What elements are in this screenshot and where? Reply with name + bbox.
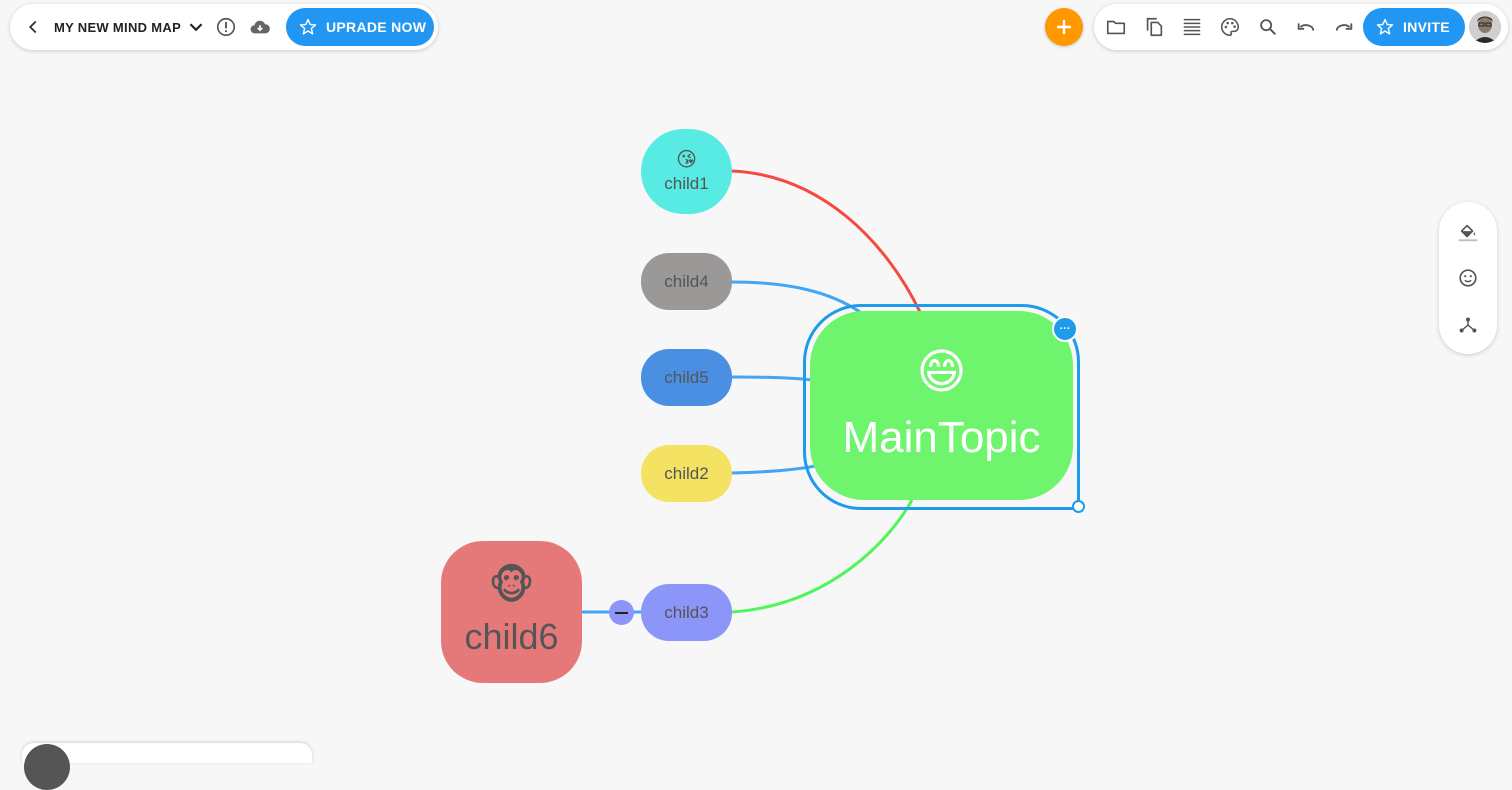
open-folder-button[interactable] (1099, 10, 1133, 44)
star-icon (299, 18, 317, 35)
node-resize-handle[interactable] (1072, 500, 1085, 513)
minus-icon (615, 611, 628, 614)
top-left-toolbar: MY NEW MIND MAP UPRADE NOW (10, 4, 438, 50)
user-avatar[interactable] (1469, 11, 1501, 43)
edge-main-child4 (731, 280, 861, 314)
node-child6-label: child6 (464, 616, 559, 657)
bottom-panel-avatar[interactable] (24, 744, 70, 790)
fill-bucket-icon (1458, 224, 1478, 241)
edge-main-child1 (731, 169, 922, 313)
invite-button-label: INVITE (1403, 19, 1450, 35)
search-button[interactable] (1251, 10, 1285, 44)
chevron-left-icon (28, 20, 37, 34)
info-button[interactable] (209, 10, 243, 44)
node-child3-label: child3 (664, 602, 709, 622)
node-child4-label: child4 (664, 271, 709, 291)
top-right-toolbar: INVITE (1094, 4, 1508, 50)
node-child3[interactable]: child3 (641, 584, 732, 641)
add-node-button[interactable] (1045, 8, 1083, 46)
user-avatar-image (1469, 11, 1501, 43)
theme-palette-button[interactable] (1213, 10, 1247, 44)
collapse-branch-button[interactable] (609, 600, 634, 625)
outline-icon (1183, 18, 1201, 36)
undo-icon (1297, 23, 1315, 31)
search-icon (1260, 19, 1277, 36)
node-child4[interactable]: child4 (641, 253, 732, 310)
node-main-label: MainTopic (842, 412, 1041, 462)
node-child6[interactable]: 🐵 child6 (441, 541, 582, 683)
branch-icon (1459, 316, 1477, 333)
palette-icon (1221, 17, 1240, 37)
node-child5-label: child5 (664, 367, 709, 387)
info-icon (216, 17, 236, 37)
redo-icon (1335, 23, 1353, 31)
map-title[interactable]: MY NEW MIND MAP (54, 19, 182, 35)
title-dropdown-button[interactable] (183, 10, 209, 44)
node-child2-label: child2 (664, 463, 709, 483)
mindmap-canvas[interactable] (0, 0, 1512, 750)
smiley-icon (1459, 269, 1477, 287)
star-icon (1376, 18, 1394, 35)
edge-main-child3 (731, 499, 914, 614)
layout-branch-button[interactable] (1451, 308, 1485, 342)
plus-icon (1057, 20, 1071, 34)
node-child2[interactable]: child2 (641, 445, 732, 502)
style-side-panel (1439, 202, 1497, 354)
copy-icon (1146, 17, 1163, 37)
back-button[interactable] (16, 10, 50, 44)
edge-main-child2 (731, 464, 816, 475)
node-child1-label: child1 (664, 173, 709, 193)
copy-button[interactable] (1137, 10, 1171, 44)
save-cloud-button[interactable] (243, 10, 277, 44)
folder-icon (1106, 20, 1126, 35)
node-child1[interactable]: 😘 child1 (641, 129, 732, 214)
cloud-download-icon (250, 20, 270, 34)
node-main-emoji: 😄 (916, 345, 967, 399)
node-child1-emoji: 😘 (676, 148, 697, 171)
upgrade-button[interactable]: UPRADE NOW (286, 8, 434, 46)
edge-main-child5 (731, 375, 813, 382)
undo-button[interactable] (1289, 10, 1323, 44)
chevron-down-icon (189, 23, 203, 32)
invite-button[interactable]: INVITE (1363, 8, 1465, 46)
fill-color-button[interactable] (1451, 215, 1485, 249)
node-main-topic[interactable]: 😄 MainTopic (810, 311, 1073, 500)
node-child6-emoji: 🐵 (488, 564, 535, 608)
emoji-picker-button[interactable] (1451, 261, 1485, 295)
upgrade-button-label: UPRADE NOW (326, 19, 427, 35)
node-child5[interactable]: child5 (641, 349, 732, 406)
redo-button[interactable] (1327, 10, 1361, 44)
node-more-options-button[interactable]: ··· (1052, 316, 1078, 342)
outline-view-button[interactable] (1175, 10, 1209, 44)
